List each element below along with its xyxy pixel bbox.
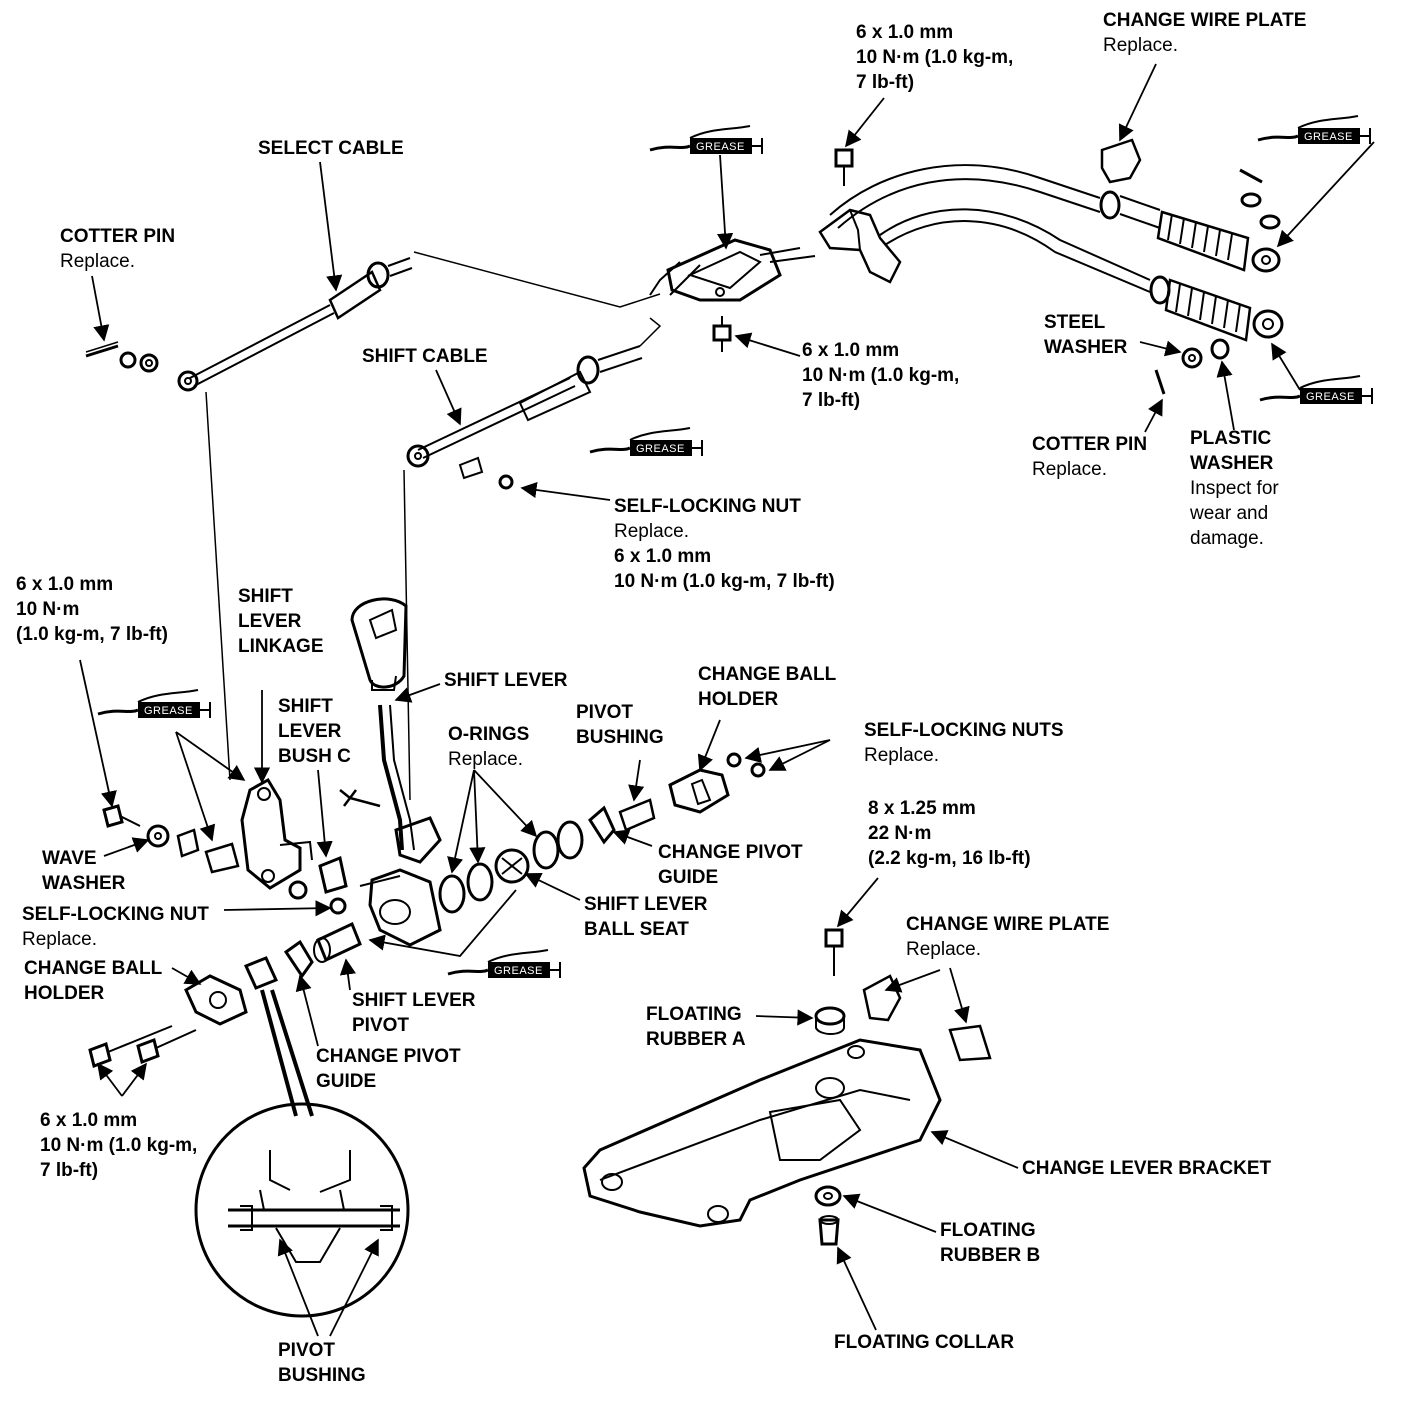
grease-label: GREASE [144,705,193,717]
shift-cable-drop-line [403,469,411,801]
cable-pair-right [818,164,1284,342]
grease-tag-mid: GREASE [589,427,703,456]
shift-cable [406,345,643,490]
floating-rubber-a-part [814,1006,846,1035]
bolts-bottom-left-part [88,1025,197,1068]
shift-cable-routing-line [639,317,662,347]
grease-label: GREASE [636,443,685,455]
select-cable-drop-line [205,391,231,781]
select-cable-routing-line [413,251,661,308]
change-ball-holder-left-part [184,974,248,1026]
floating-rubber-b-part [814,1185,842,1207]
bolt-left-part [102,804,141,828]
bolt-bracket-part [824,928,844,976]
label-change-lever-bracket: CHANGE LEVER BRACKET [1022,1158,1272,1179]
label-shift-cable: SHIFT CABLE [362,346,488,367]
pivot-guide-left-part [283,939,314,979]
grease-tag-top-right: GREASE [1257,115,1371,144]
grease-label: GREASE [1304,131,1353,143]
leader-arrows [79,63,1375,1337]
grease-tag-lower: GREASE [447,949,561,978]
grease-leader-seat [368,889,517,957]
wave-washer-part [146,824,240,874]
shift-lever-linkage-part [240,777,313,890]
detail-lead-lines [260,989,314,1117]
bush-c-part [288,789,381,915]
o-rings-part [438,820,584,914]
self-locking-nuts-part [726,752,766,778]
washers-right [1154,338,1230,395]
grease-tag-right: GREASE [1259,375,1373,404]
grease-tag-left: GREASE [97,689,211,718]
grease-label: GREASE [696,141,745,153]
cotter-pin-left-part [85,341,159,373]
label-shift-lever: SHIFT LEVER [444,670,568,691]
shift-lever-rod [359,704,442,947]
pivot-bushing-detail-inset [194,1102,410,1318]
change-wire-plate-bottom-part [862,974,992,1062]
change-lever-bracket-part [582,1038,942,1228]
cable-housing [649,238,816,302]
shift-knob [350,597,408,691]
grease-label: GREASE [1306,391,1355,403]
label-select-cable: SELECT CABLE [258,138,404,159]
bolt-mid [712,316,732,352]
pivot-bushing-left-part [243,956,279,990]
grease-label: GREASE [494,965,543,977]
floating-collar-part [818,1215,840,1246]
bolt-top [834,148,854,186]
label-floating-collar: FLOATING COLLAR [834,1332,1015,1353]
ball-seat-part [494,848,530,884]
change-wire-plate-top-part [1100,138,1142,184]
select-cable [177,257,413,392]
change-ball-holder-top-part [668,768,730,814]
washers-top-right [1239,168,1281,230]
shift-lever-pivot-part [313,921,362,963]
grease-tag-top: GREASE [649,125,763,154]
